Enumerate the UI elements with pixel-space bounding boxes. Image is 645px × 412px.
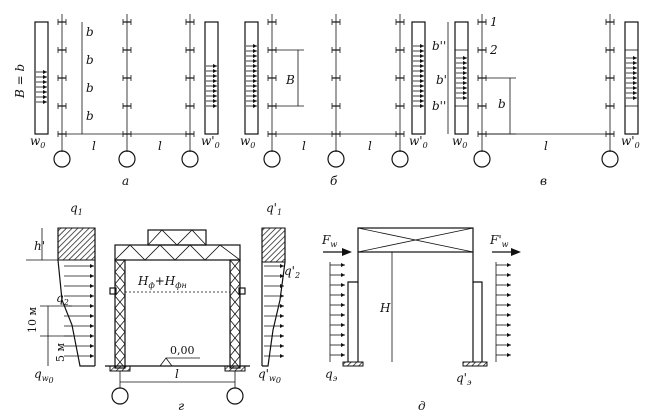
load-profile-left xyxy=(57,228,95,367)
axis-marker xyxy=(53,150,71,168)
wall-strip-right xyxy=(624,21,639,135)
column-rows xyxy=(57,14,195,137)
axis-marker xyxy=(601,150,619,168)
equiv-column-right xyxy=(472,252,483,362)
panel-label-b: б xyxy=(330,174,338,188)
svg-text:l: l xyxy=(158,139,162,153)
svg-text:q'w0: q'w0 xyxy=(258,367,281,385)
label-1: 1 xyxy=(490,15,498,29)
H-ff-label: Hф+Hфн xyxy=(137,274,187,290)
panel-g: h' q1 q2 10 м 5 м qw0 q'1 q'2 q'w0 Hф+Hф… xyxy=(26,201,300,405)
dim-label-b: b xyxy=(86,25,94,39)
svg-text:w0: w0 xyxy=(452,134,467,150)
dim-label-b-dbl: b'' xyxy=(432,39,446,53)
svg-text:w0: w0 xyxy=(240,134,255,150)
wall-strip-left xyxy=(244,21,259,135)
dim-label-b-single: b' xyxy=(436,73,447,87)
svg-text:qw0: qw0 xyxy=(34,367,54,385)
dim-label-B-eq-b: B = b xyxy=(13,64,27,99)
svg-text:q'э: q'э xyxy=(456,371,472,387)
wall-strip-right xyxy=(204,21,219,135)
svg-text:b: b xyxy=(86,53,94,67)
panel-a: b b b b B = b w0 w'0 l l а xyxy=(13,14,220,188)
label-10m: 10 м xyxy=(26,307,39,333)
axis-marker xyxy=(391,150,409,168)
svg-text:b: b xyxy=(86,109,94,123)
axis-marker xyxy=(226,387,244,405)
panel-label-d: д xyxy=(418,399,426,412)
svg-text:w'0: w'0 xyxy=(621,134,640,150)
axis-marker xyxy=(473,150,491,168)
svg-text:b'': b'' xyxy=(432,99,446,113)
svg-text:F'w: F'w xyxy=(489,233,509,249)
svg-text:l: l xyxy=(368,139,372,153)
w0p-label: w'0 xyxy=(201,134,220,150)
hatched-load-top-left xyxy=(57,227,96,261)
wall-strip-left xyxy=(454,21,469,135)
zero-level-label: 0,00 xyxy=(170,344,195,357)
label-2: 2 xyxy=(489,43,498,57)
svg-text:Fw: Fw xyxy=(321,233,337,249)
panel-b: B w0 w'0 l l б xyxy=(240,14,428,188)
panel-v: b'' b' b'' b 1 2 w0 w'0 l в xyxy=(432,14,640,188)
svg-text:l: l xyxy=(302,139,306,153)
h-prime-label: h' xyxy=(34,239,45,253)
svg-text:q2: q2 xyxy=(56,291,69,307)
svg-text:q1: q1 xyxy=(70,201,83,217)
svg-text:qэ: qэ xyxy=(325,367,338,383)
load-arrows-left xyxy=(36,70,47,104)
wall-strip-left xyxy=(34,21,49,135)
wall-strip-right xyxy=(411,21,426,135)
panel-d: Fw F'w H qэ q'э д г xyxy=(178,227,521,412)
svg-text:l: l xyxy=(544,139,548,153)
lantern xyxy=(147,229,207,246)
w0-label: w0 xyxy=(30,134,45,150)
axis-marker xyxy=(263,150,281,168)
svg-text:b: b xyxy=(86,81,94,95)
panel-label-g: г xyxy=(178,399,184,412)
svg-text:w'0: w'0 xyxy=(409,134,428,150)
truss xyxy=(114,244,241,261)
hatched-load-top-right xyxy=(261,227,286,263)
svg-text:q'1: q'1 xyxy=(266,201,282,217)
axis-marker xyxy=(327,150,345,168)
H-label: H xyxy=(379,301,391,315)
axis-marker xyxy=(118,150,136,168)
panel-label-v: в xyxy=(540,174,547,188)
label-5m: 5 м xyxy=(54,343,67,362)
svg-text:q'2: q'2 xyxy=(284,264,300,280)
svg-text:l: l xyxy=(175,367,179,381)
equiv-column-left xyxy=(347,252,359,362)
dim-label-B: B xyxy=(285,73,295,87)
axis-marker xyxy=(111,387,129,405)
load-arrows-right xyxy=(206,64,217,108)
crossbar xyxy=(357,227,474,253)
svg-text:b: b xyxy=(498,97,506,111)
axis-marker xyxy=(181,150,199,168)
panel-label-a: а xyxy=(122,174,129,188)
svg-text:l: l xyxy=(92,139,96,153)
